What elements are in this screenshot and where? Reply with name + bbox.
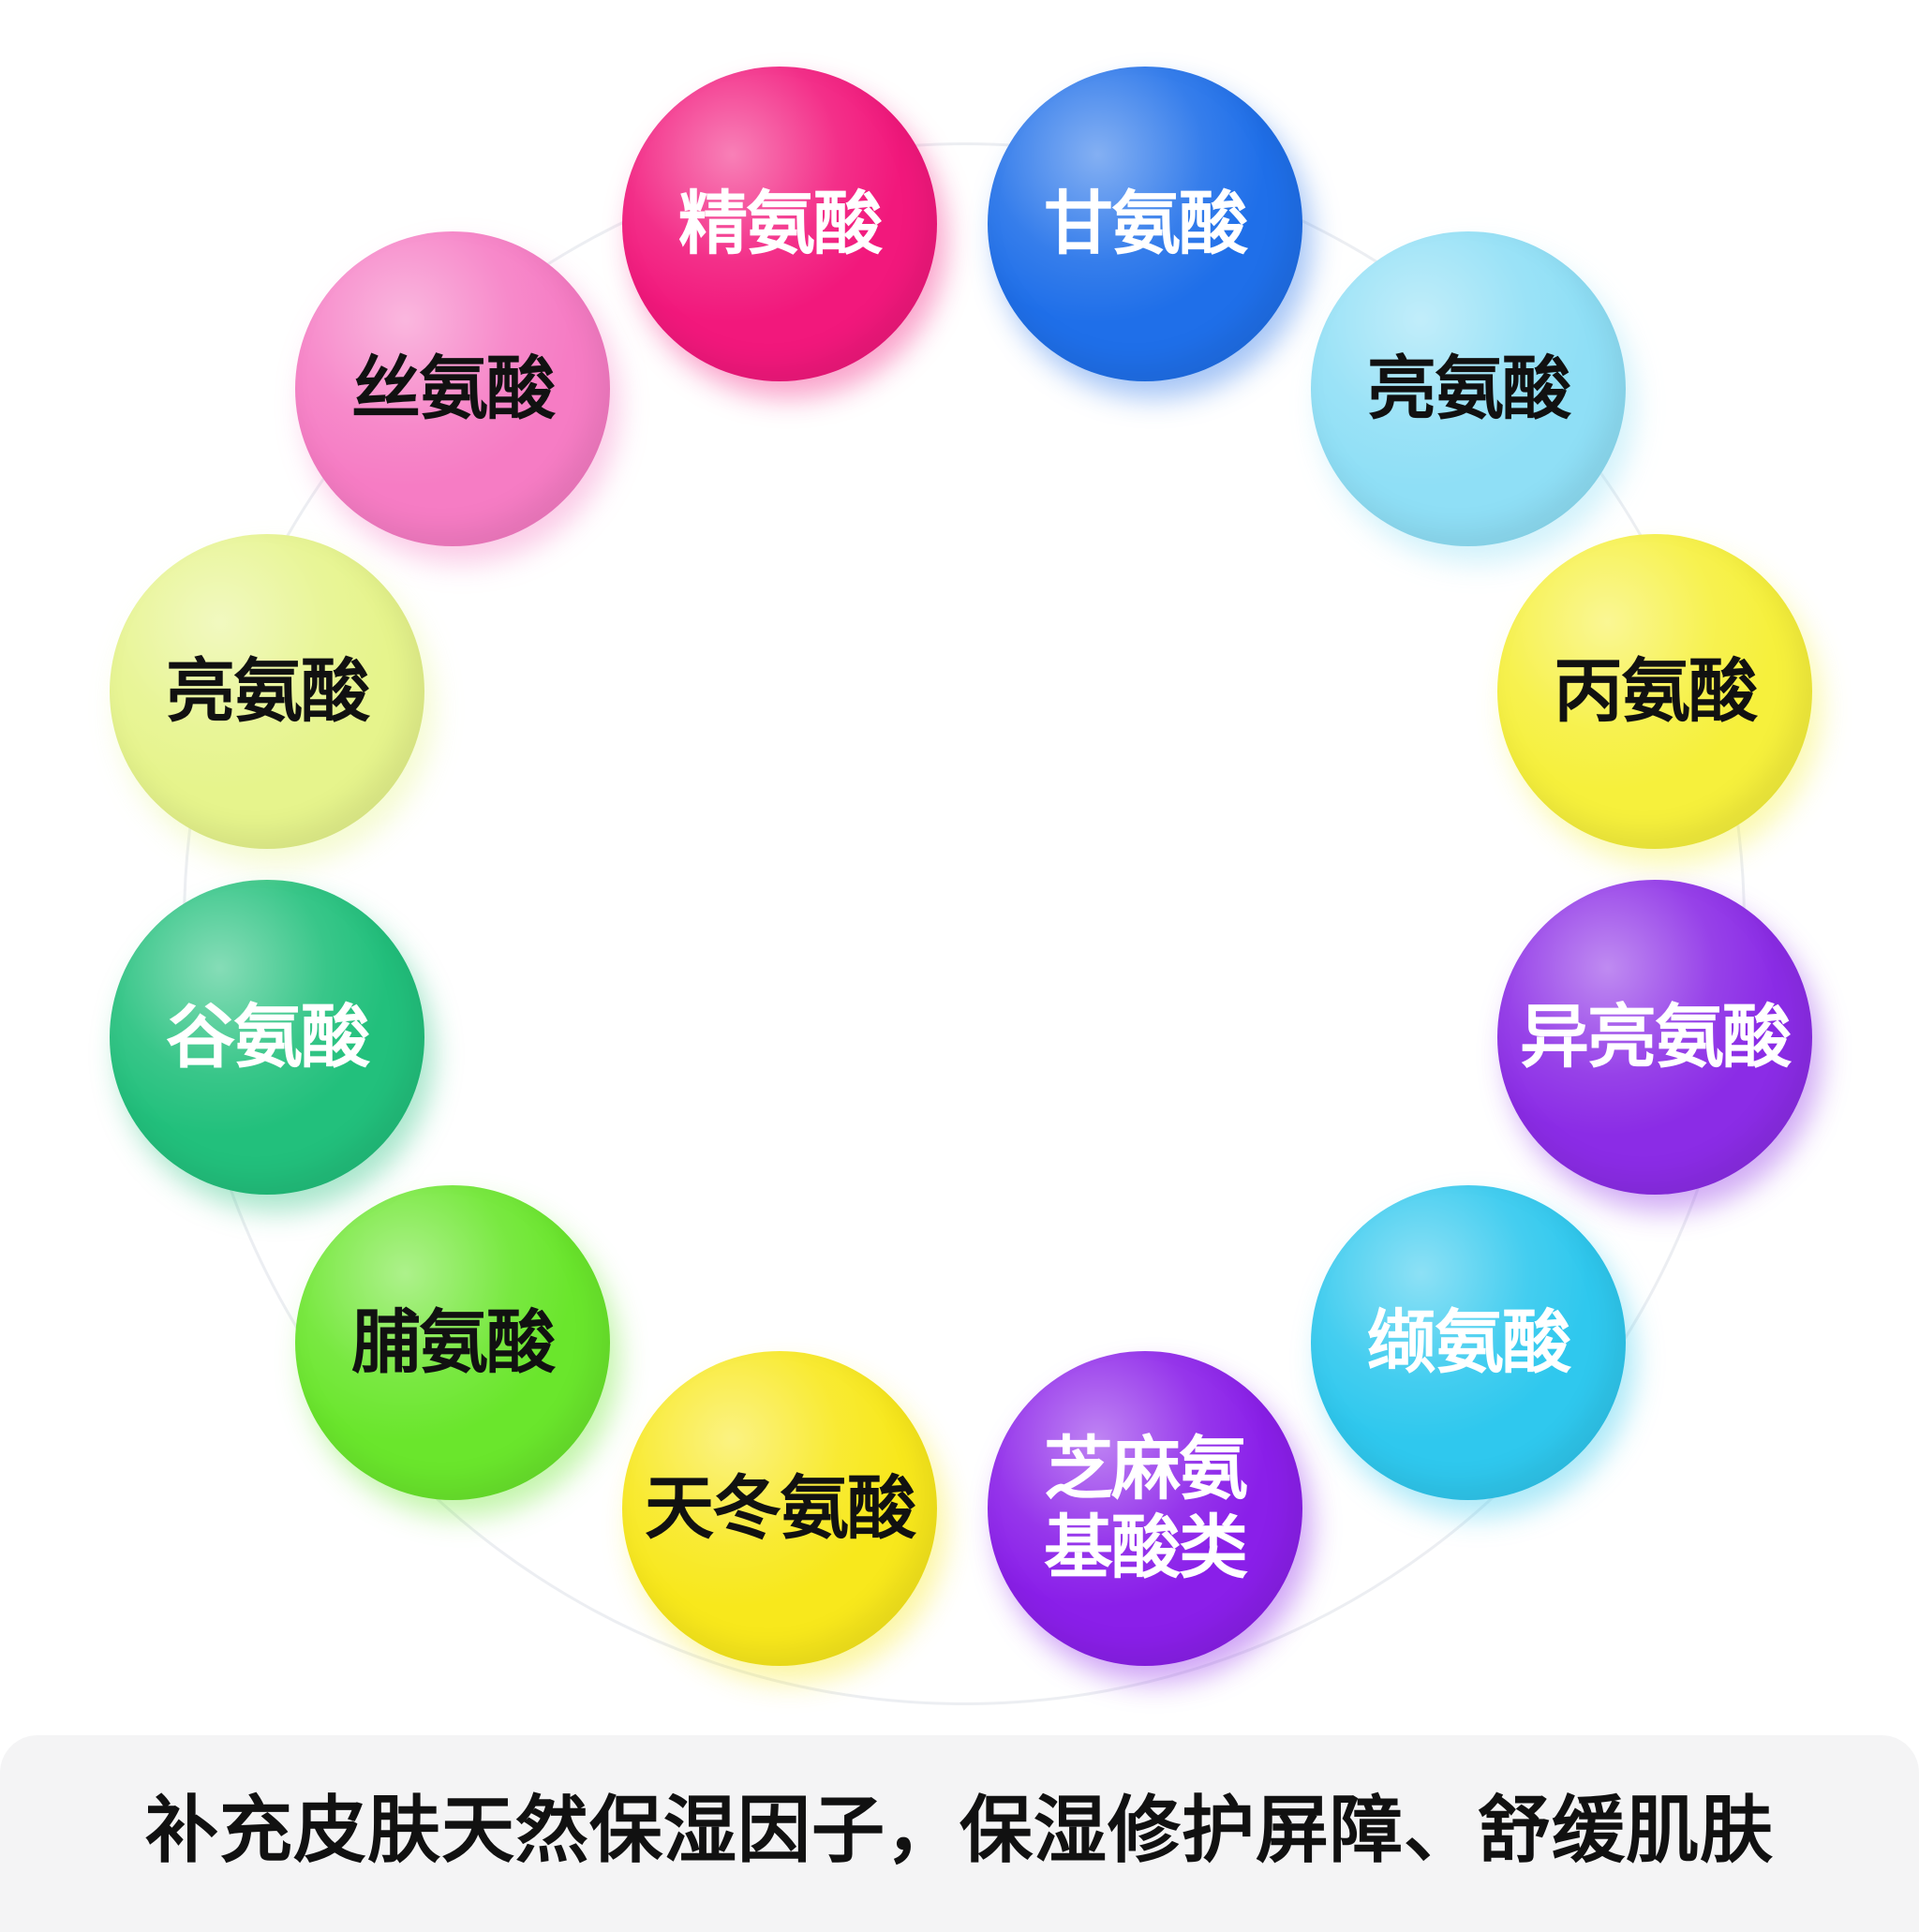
amino-acid-label: 天冬氨酸 xyxy=(645,1468,916,1549)
amino-acid-ball: 天冬氨酸 xyxy=(622,1351,937,1666)
amino-acid-label: 丙氨酸 xyxy=(1554,651,1758,732)
amino-acid-ball: 精氨酸 xyxy=(622,67,937,381)
amino-acid-label: 精氨酸 xyxy=(678,184,883,264)
amino-acid-label: 缬氨酸 xyxy=(1367,1302,1571,1383)
amino-acid-ball: 缬氨酸 xyxy=(1311,1185,1626,1500)
amino-acid-label: 脯氨酸 xyxy=(351,1302,556,1383)
amino-acid-label: 芝麻氨 基酸类 xyxy=(1044,1429,1248,1588)
amino-acid-ball: 谷氨酸 xyxy=(110,880,424,1195)
amino-acid-ball: 芝麻氨 基酸类 xyxy=(988,1351,1302,1666)
amino-acid-ball: 丝氨酸 xyxy=(295,231,610,546)
amino-acid-ball: 亮氨酸 xyxy=(110,534,424,849)
amino-acid-ball: 脯氨酸 xyxy=(295,1185,610,1500)
amino-acid-label: 异亮氨酸 xyxy=(1520,997,1792,1077)
amino-acid-ball: 异亮氨酸 xyxy=(1497,880,1812,1195)
amino-acid-label: 亮氨酸 xyxy=(1367,349,1571,429)
caption-text: 补充皮肤天然保湿因子，保湿修护屏障、舒缓肌肤 xyxy=(144,1789,1774,1873)
amino-acid-label: 谷氨酸 xyxy=(166,997,370,1077)
amino-acid-label: 丝氨酸 xyxy=(351,349,556,429)
caption-banner: 补充皮肤天然保湿因子，保湿修护屏障、舒缓肌肤 xyxy=(0,1735,1919,1932)
amino-acid-label: 甘氨酸 xyxy=(1044,184,1248,264)
amino-acid-ball: 亮氨酸 xyxy=(1311,231,1626,546)
amino-acid-ball: 甘氨酸 xyxy=(988,67,1302,381)
amino-acid-label: 亮氨酸 xyxy=(166,651,370,732)
amino-acid-ball: 丙氨酸 xyxy=(1497,534,1812,849)
